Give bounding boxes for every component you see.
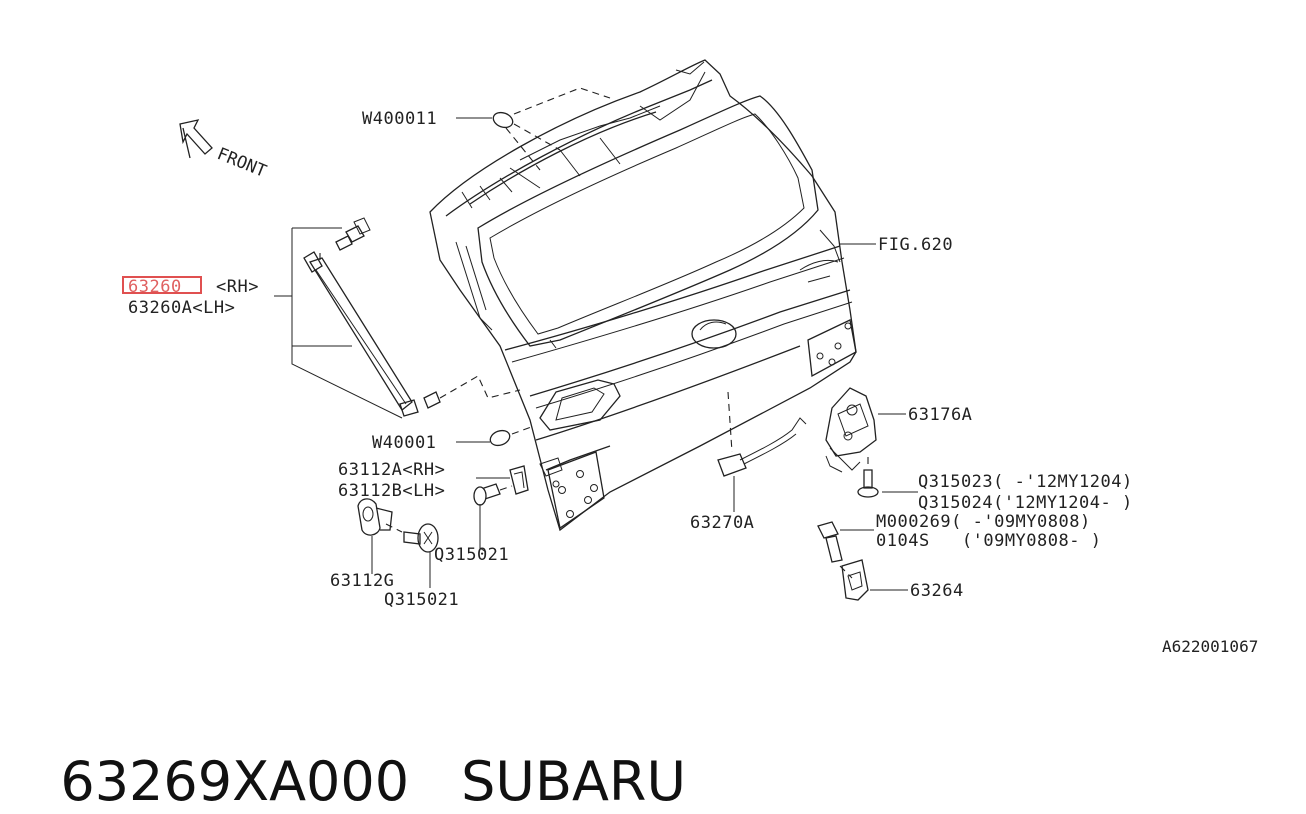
latch-assembly [717,387,877,477]
diagram-id: A622001067 [1162,637,1258,656]
callout-q315024[interactable]: Q315024('12MY1204- ) [918,493,1133,513]
callout-63176a[interactable]: 63176A [908,405,972,425]
callout-63260[interactable]: 63260 [128,277,182,297]
caption-brand: SUBARU [461,750,686,813]
callout-63260-rh: <RH> [216,277,259,297]
callout-63112a[interactable]: 63112A<RH> [338,460,445,480]
caption: 63269XA000 SUBARU [26,686,686,814]
front-arrow-icon [179,119,213,159]
tailgate-panel [429,59,857,532]
highlight-box [122,276,202,294]
plug-w40001 [489,425,535,447]
callout-q315023[interactable]: Q315023( -'12MY1204) [918,472,1133,492]
callout-q315021-upper[interactable]: Q315021 [434,545,509,565]
callout-63270a[interactable]: 63270A [690,513,754,533]
callout-fig620[interactable]: FIG.620 [878,235,953,255]
bumper-63112g [357,498,393,536]
callout-63112b[interactable]: 63112B<LH> [338,481,445,501]
front-label: FRONT [214,144,269,182]
callout-63112g[interactable]: 63112G [330,571,394,591]
callout-63264[interactable]: 63264 [910,581,964,601]
bolt-q315021-lower [385,523,439,553]
callout-w40001[interactable]: W40001 [372,433,436,453]
callout-q315021-lower[interactable]: Q315021 [384,590,459,610]
callout-0104s[interactable]: 0104S ('09MY0808- ) [876,531,1101,551]
caption-part-number: 63269XA000 [60,750,410,813]
bolt-q315021-upper [473,483,513,506]
gas-strut [303,217,521,417]
striker-63264 [841,559,869,601]
callout-w400011[interactable]: W400011 [362,109,437,129]
plug-w400011 [492,87,611,171]
callout-63260a[interactable]: 63260A<LH> [128,298,235,318]
bumper-63112a [509,465,529,495]
bolt-q315023 [857,456,879,498]
parts-diagram: FRONT [122,59,1258,656]
callout-m000269[interactable]: M000269( -'09MY0808) [876,512,1091,532]
